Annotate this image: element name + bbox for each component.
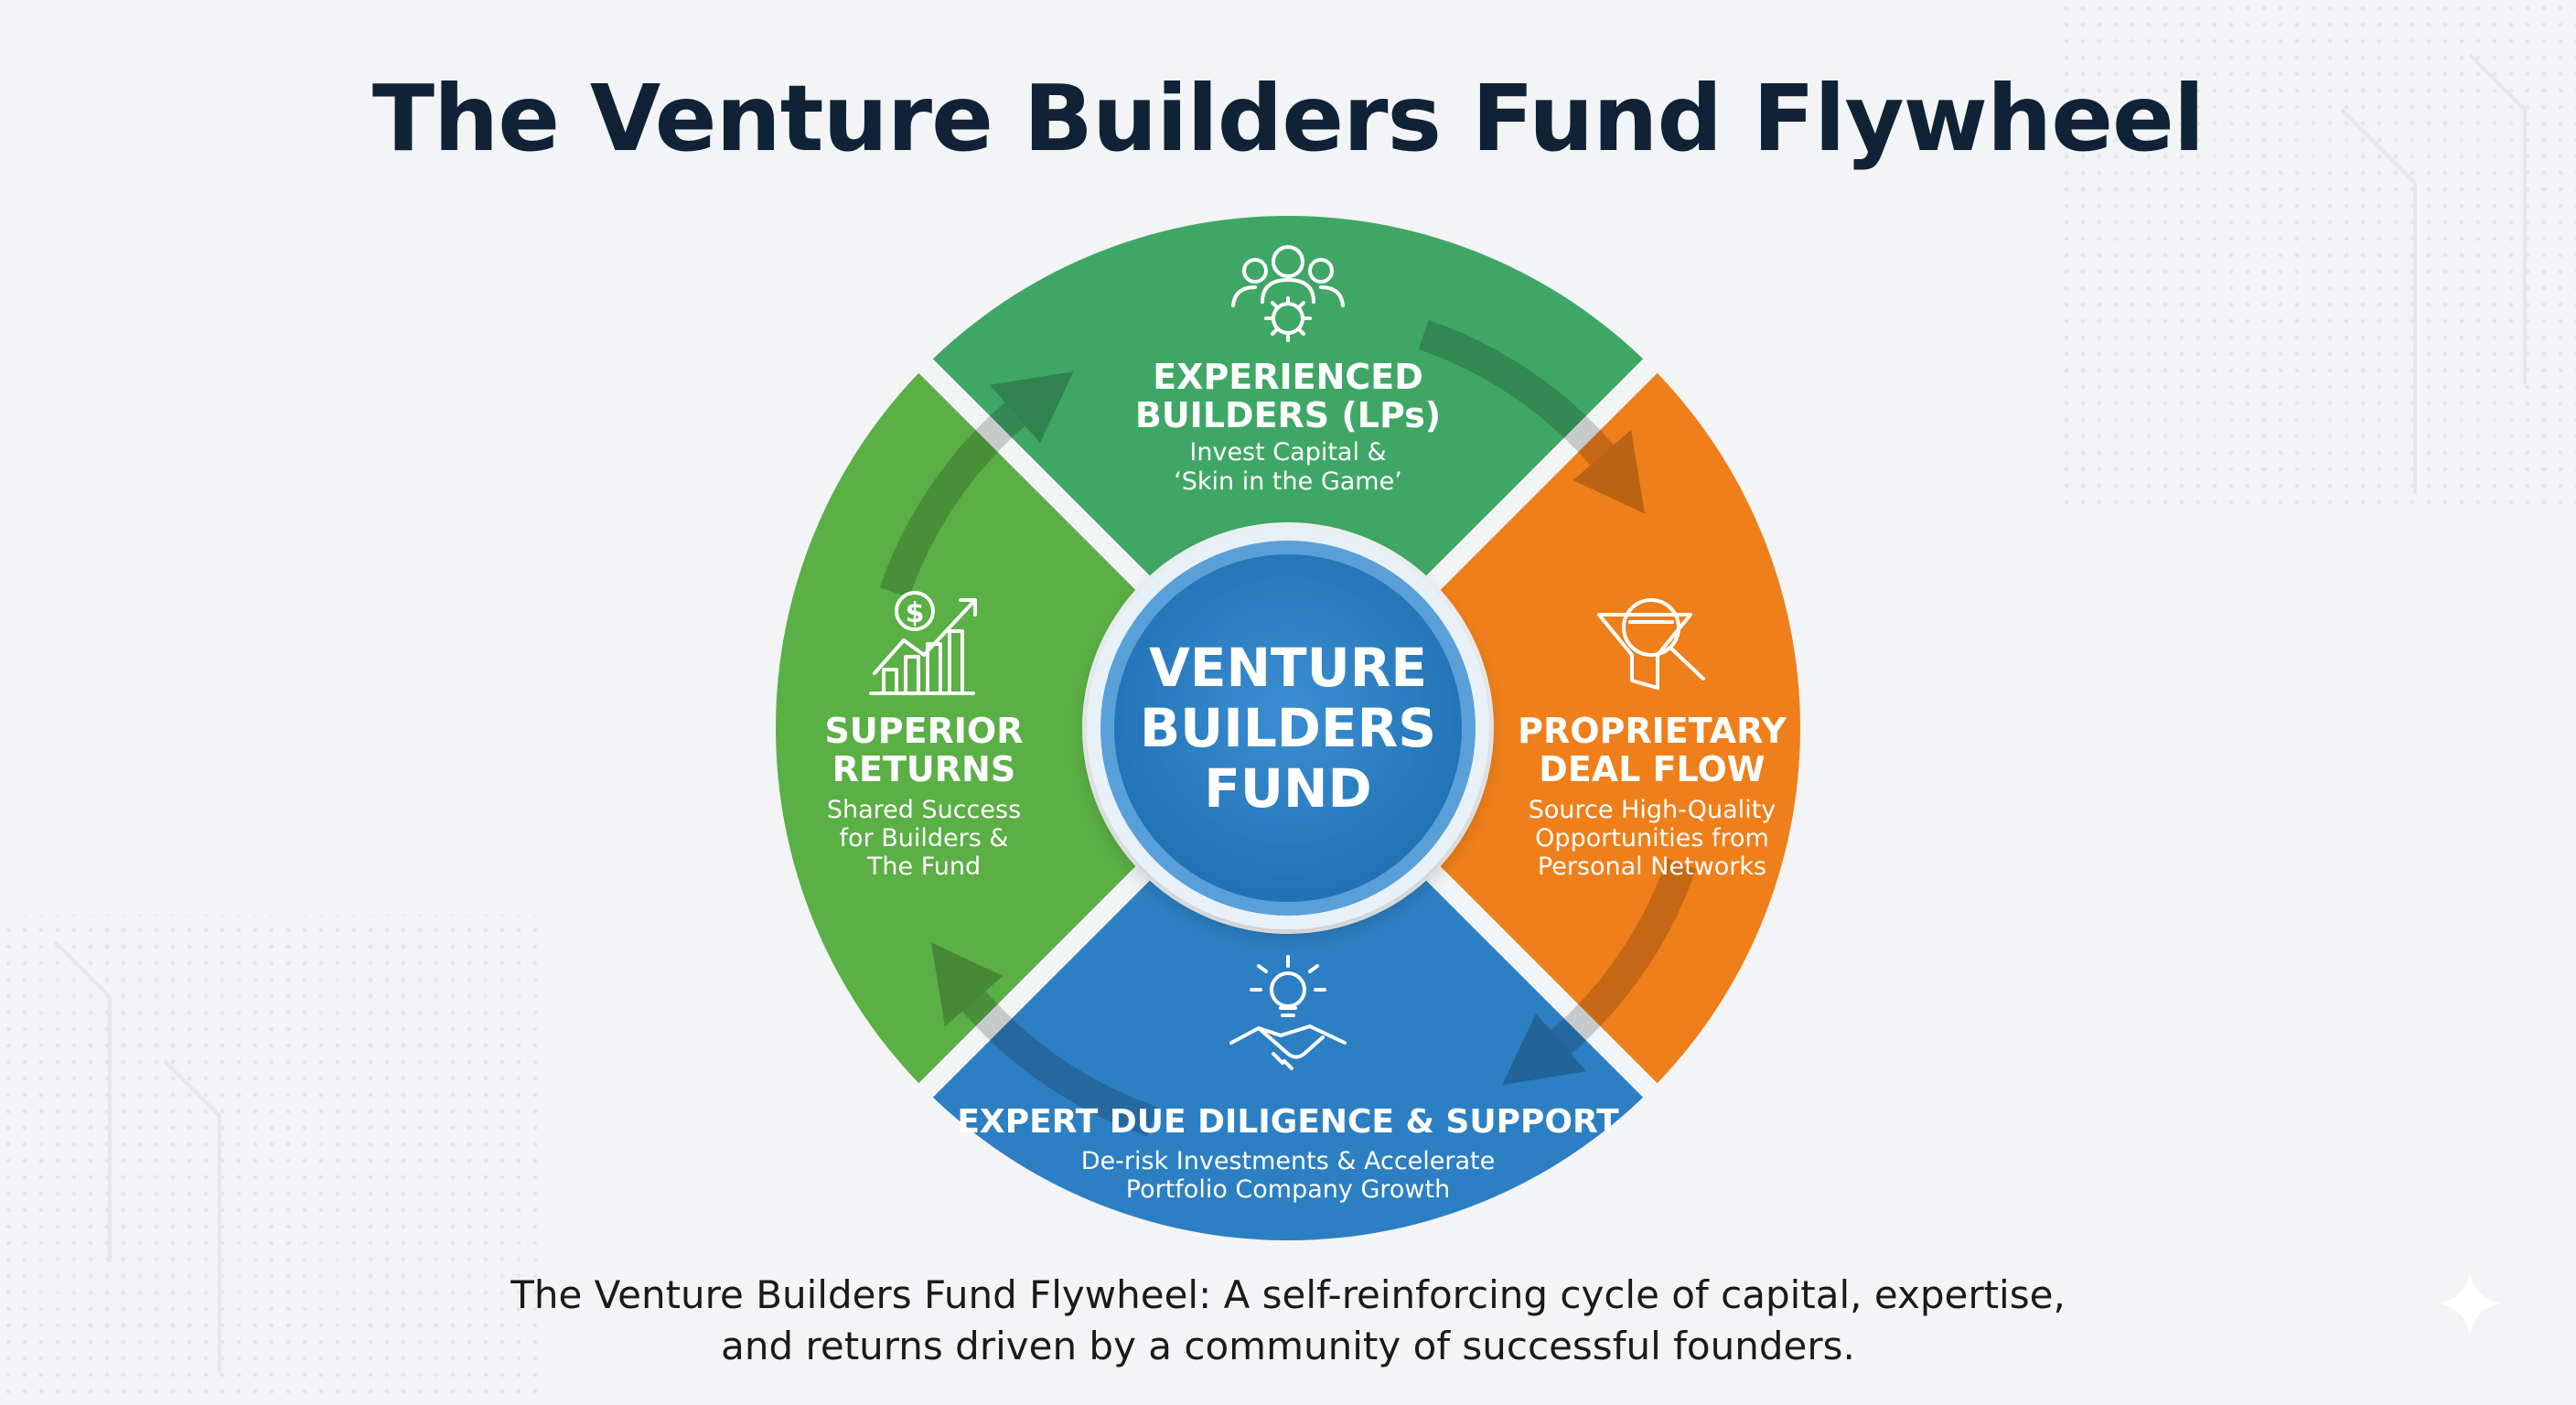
diligence-desc-1: De-risk Investments & Accelerate [1081,1147,1496,1175]
segment-separators [912,352,1664,1104]
flow-arrow-head-dealflow [1502,1013,1587,1086]
hub-line-2: BUILDERS [1140,697,1436,759]
dealflow-desc-3: Personal Networks [1538,853,1766,881]
dealflow-desc-1: Source High-Quality [1529,796,1776,824]
separator-diligence [1420,860,1664,1104]
separator-dealflow [1420,352,1664,596]
diligence-title: EXPERT DUE DILIGENCE & SUPPORT [957,1103,1619,1141]
diligence-desc-2: Portfolio Company Growth [1126,1175,1450,1204]
returns-desc-2: for Builders & [840,824,1009,853]
separator-builders [912,352,1156,596]
caption-line-2: and returns driven by a community of suc… [721,1324,1855,1368]
segment-returns [776,366,1143,1090]
flow-arrow-shaft-dealflow [1551,858,1697,1055]
caption: The Venture Builders Fund Flywheel: A se… [0,1270,2576,1372]
segment-builders [926,215,1650,583]
dealflow-title-1: PROPRIETARY [1518,711,1787,751]
builders-title-2: BUILDERS (LPs) [1135,395,1441,435]
sparkle-icon [2438,1271,2502,1335]
hub-line-3: FUND [1204,757,1371,820]
flow-arrow-shaft-returns [879,402,1025,598]
returns-title-2: RETURNS [832,749,1015,789]
hub-core [1114,554,1462,902]
page-title: The Venture Builders Fund Flywheel [371,65,2205,172]
returns-desc-3: The Fund [866,853,981,881]
segment-texts: EXPERIENCED BUILDERS (LPs) Invest Capita… [825,357,1787,1204]
builders-title-1: EXPERIENCED [1153,357,1423,397]
separator-returns [912,860,1156,1104]
flow-arrow-shaft-builders [1418,319,1615,466]
caption-line-1: The Venture Builders Fund Flywheel: A se… [510,1272,2066,1317]
flow-arrow-head-returns [989,370,1074,444]
flow-arrows [879,319,1697,1137]
hub-line-1: VENTURE [1149,637,1427,699]
hub [1087,527,1489,929]
flow-arrow-shaft-diligence [961,991,1158,1137]
growth-chart-dollar-icon: $ [869,591,977,695]
funnel-magnifier-icon [1597,598,1705,690]
returns-desc-1: Shared Success [827,796,1021,824]
team-gear-icon [1231,245,1345,342]
segment-diligence [926,874,1650,1240]
flywheel-segments [776,215,1801,1240]
flow-arrow-head-builders [1572,429,1646,514]
returns-title-1: SUPERIOR [825,711,1024,751]
dealflow-desc-2: Opportunities from [1535,824,1769,853]
segment-dealflow [1433,366,1801,1090]
builders-desc-1: Invest Capital & [1189,438,1386,467]
svg-text:$: $ [906,597,925,629]
builders-desc-2: ‘Skin in the Game’ [1174,467,1402,496]
flow-arrow-head-diligence [930,942,1004,1027]
dealflow-title-2: DEAL FLOW [1539,749,1765,789]
lightbulb-handshake-icon [1229,955,1347,1070]
